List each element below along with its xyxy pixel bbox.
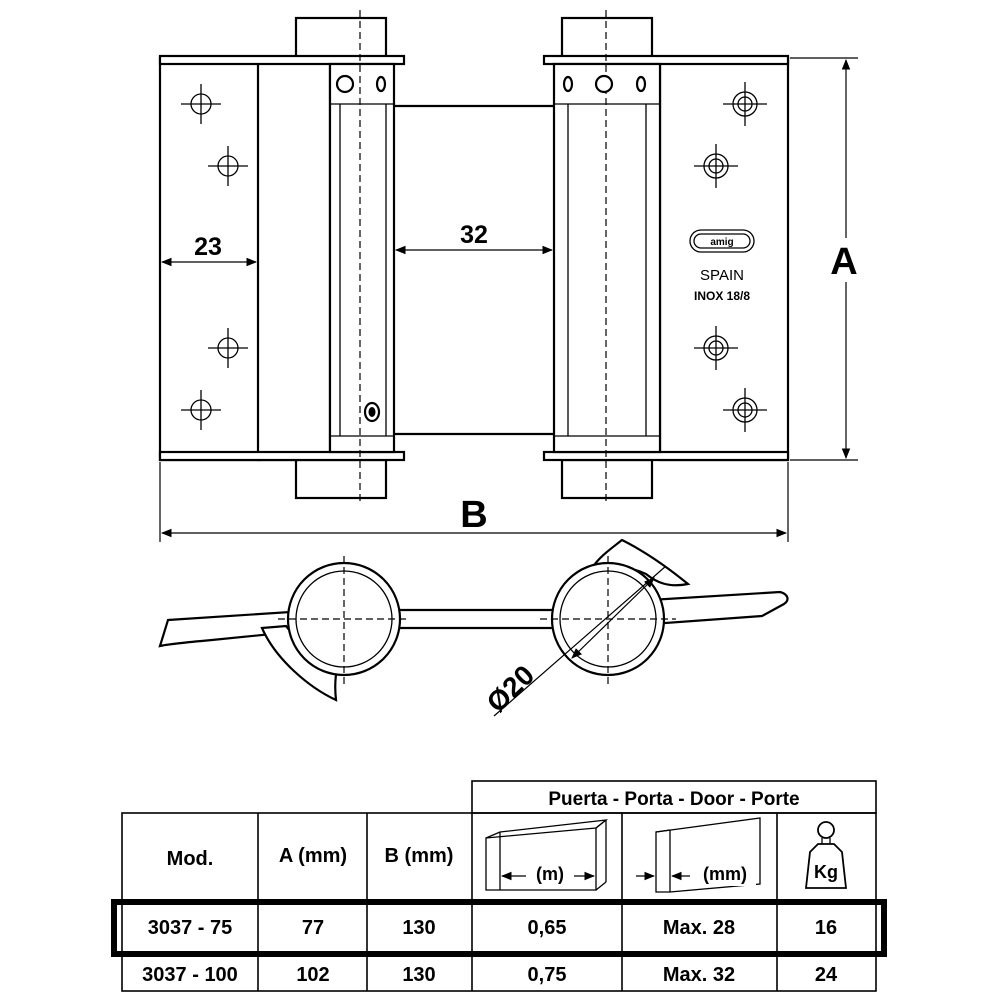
left-bottom-cap: [294, 458, 388, 500]
left-top-flange: [158, 54, 406, 66]
left-bottom-flange: [158, 450, 406, 462]
header-b: B (mm): [385, 845, 454, 867]
right-leaf-plate: [658, 56, 790, 462]
header-door-width: (m): [536, 864, 564, 884]
left-leaf-fold: [256, 56, 332, 462]
cell-model: 3037 - 100: [142, 964, 238, 986]
left-top-cap: [294, 16, 388, 60]
right-bottom-flange: [542, 450, 790, 462]
dim-32-label: 32: [460, 221, 488, 249]
dim-23-label: 23: [194, 233, 222, 261]
right-barrel: [552, 62, 662, 454]
cell-b: 130: [402, 964, 435, 986]
door-thickness-icon: (mm): [636, 817, 761, 893]
header-door-thickness: (mm): [703, 864, 747, 884]
spec-table: Puerta - Porta - Door - Porte Mod. A (mm…: [111, 780, 887, 992]
dimension-32: 32: [394, 221, 554, 255]
cell-door-width: 0,75: [528, 964, 567, 986]
brand-logo-text: amig: [710, 237, 733, 248]
material-label: INOX 18/8: [694, 289, 750, 303]
brand-logo: amig: [689, 229, 755, 253]
door-width-icon: (m): [485, 819, 609, 891]
cell-weight: 24: [815, 964, 838, 986]
right-bottom-cap: [560, 458, 654, 500]
header-a: A (mm): [279, 845, 347, 867]
cell-door-thickness: Max. 28: [663, 917, 735, 939]
cell-door-width: 0,65: [528, 917, 567, 939]
header-weight: Kg: [814, 862, 838, 882]
header-model: Mod.: [167, 848, 214, 870]
cell-a: 102: [296, 964, 329, 986]
origin-label: SPAIN: [700, 267, 744, 284]
weight-icon: Kg: [804, 821, 848, 889]
cell-door-thickness: Max. 32: [663, 964, 735, 986]
row-highlight: [111, 899, 887, 957]
dim-a-label: A: [830, 241, 857, 283]
table-row: 3037 - 75 77 130 0,65 Max. 28 16: [148, 917, 837, 939]
cell-model: 3037 - 75: [148, 917, 233, 939]
dim-diameter-label: Ø20: [481, 659, 541, 718]
right-top-cap: [560, 16, 654, 60]
cell-a: 77: [302, 917, 324, 939]
hinge-front-view: amig SPAIN INOX 18/8: [158, 10, 790, 505]
table-row: 3037 - 100 102 130 0,75 Max. 32 24: [142, 964, 838, 986]
dim-b-label: B: [460, 494, 487, 536]
right-screw-holes: [694, 82, 767, 432]
left-barrel: [328, 62, 396, 454]
dimension-b: B: [159, 462, 789, 542]
hinge-top-view: Ø20: [158, 538, 789, 718]
dimension-a: A: [790, 57, 868, 461]
dimension-23: 23: [160, 233, 258, 267]
cell-b: 130: [402, 917, 435, 939]
right-top-flange: [542, 54, 790, 66]
door-group-header: Puerta - Porta - Door - Porte: [548, 789, 799, 810]
left-screw-holes: [181, 84, 248, 430]
cell-weight: 16: [815, 917, 837, 939]
